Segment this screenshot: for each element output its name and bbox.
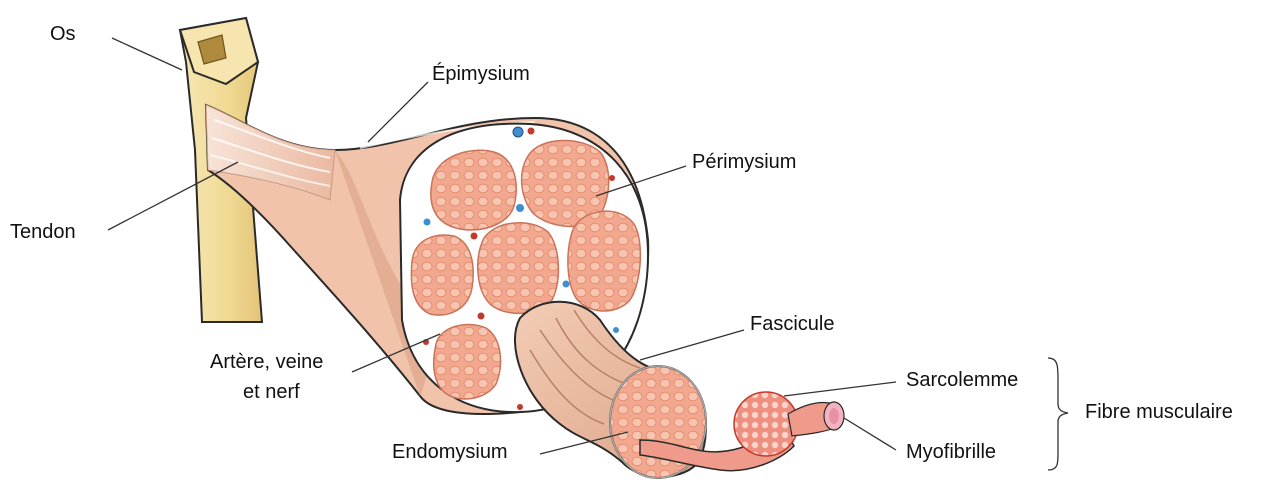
- label-tendon: Tendon: [10, 221, 76, 243]
- label-perimysium: Périmysium: [692, 151, 796, 173]
- myofibril: [824, 402, 844, 430]
- label-sarcolemme: Sarcolemme: [906, 369, 1018, 391]
- label-myofibrille: Myofibrille: [906, 441, 996, 463]
- label-artere-line2: et nerf: [243, 381, 300, 403]
- label-epimysium: Épimysium: [432, 62, 530, 85]
- fibre-brace: [1048, 358, 1068, 470]
- label-os: Os: [50, 23, 76, 45]
- label-fibre-musculaire: Fibre musculaire: [1085, 401, 1233, 423]
- label-fascicule: Fascicule: [750, 313, 834, 335]
- label-endomysium: Endomysium: [392, 441, 508, 463]
- label-artere-line1: Artère, veine: [210, 351, 323, 373]
